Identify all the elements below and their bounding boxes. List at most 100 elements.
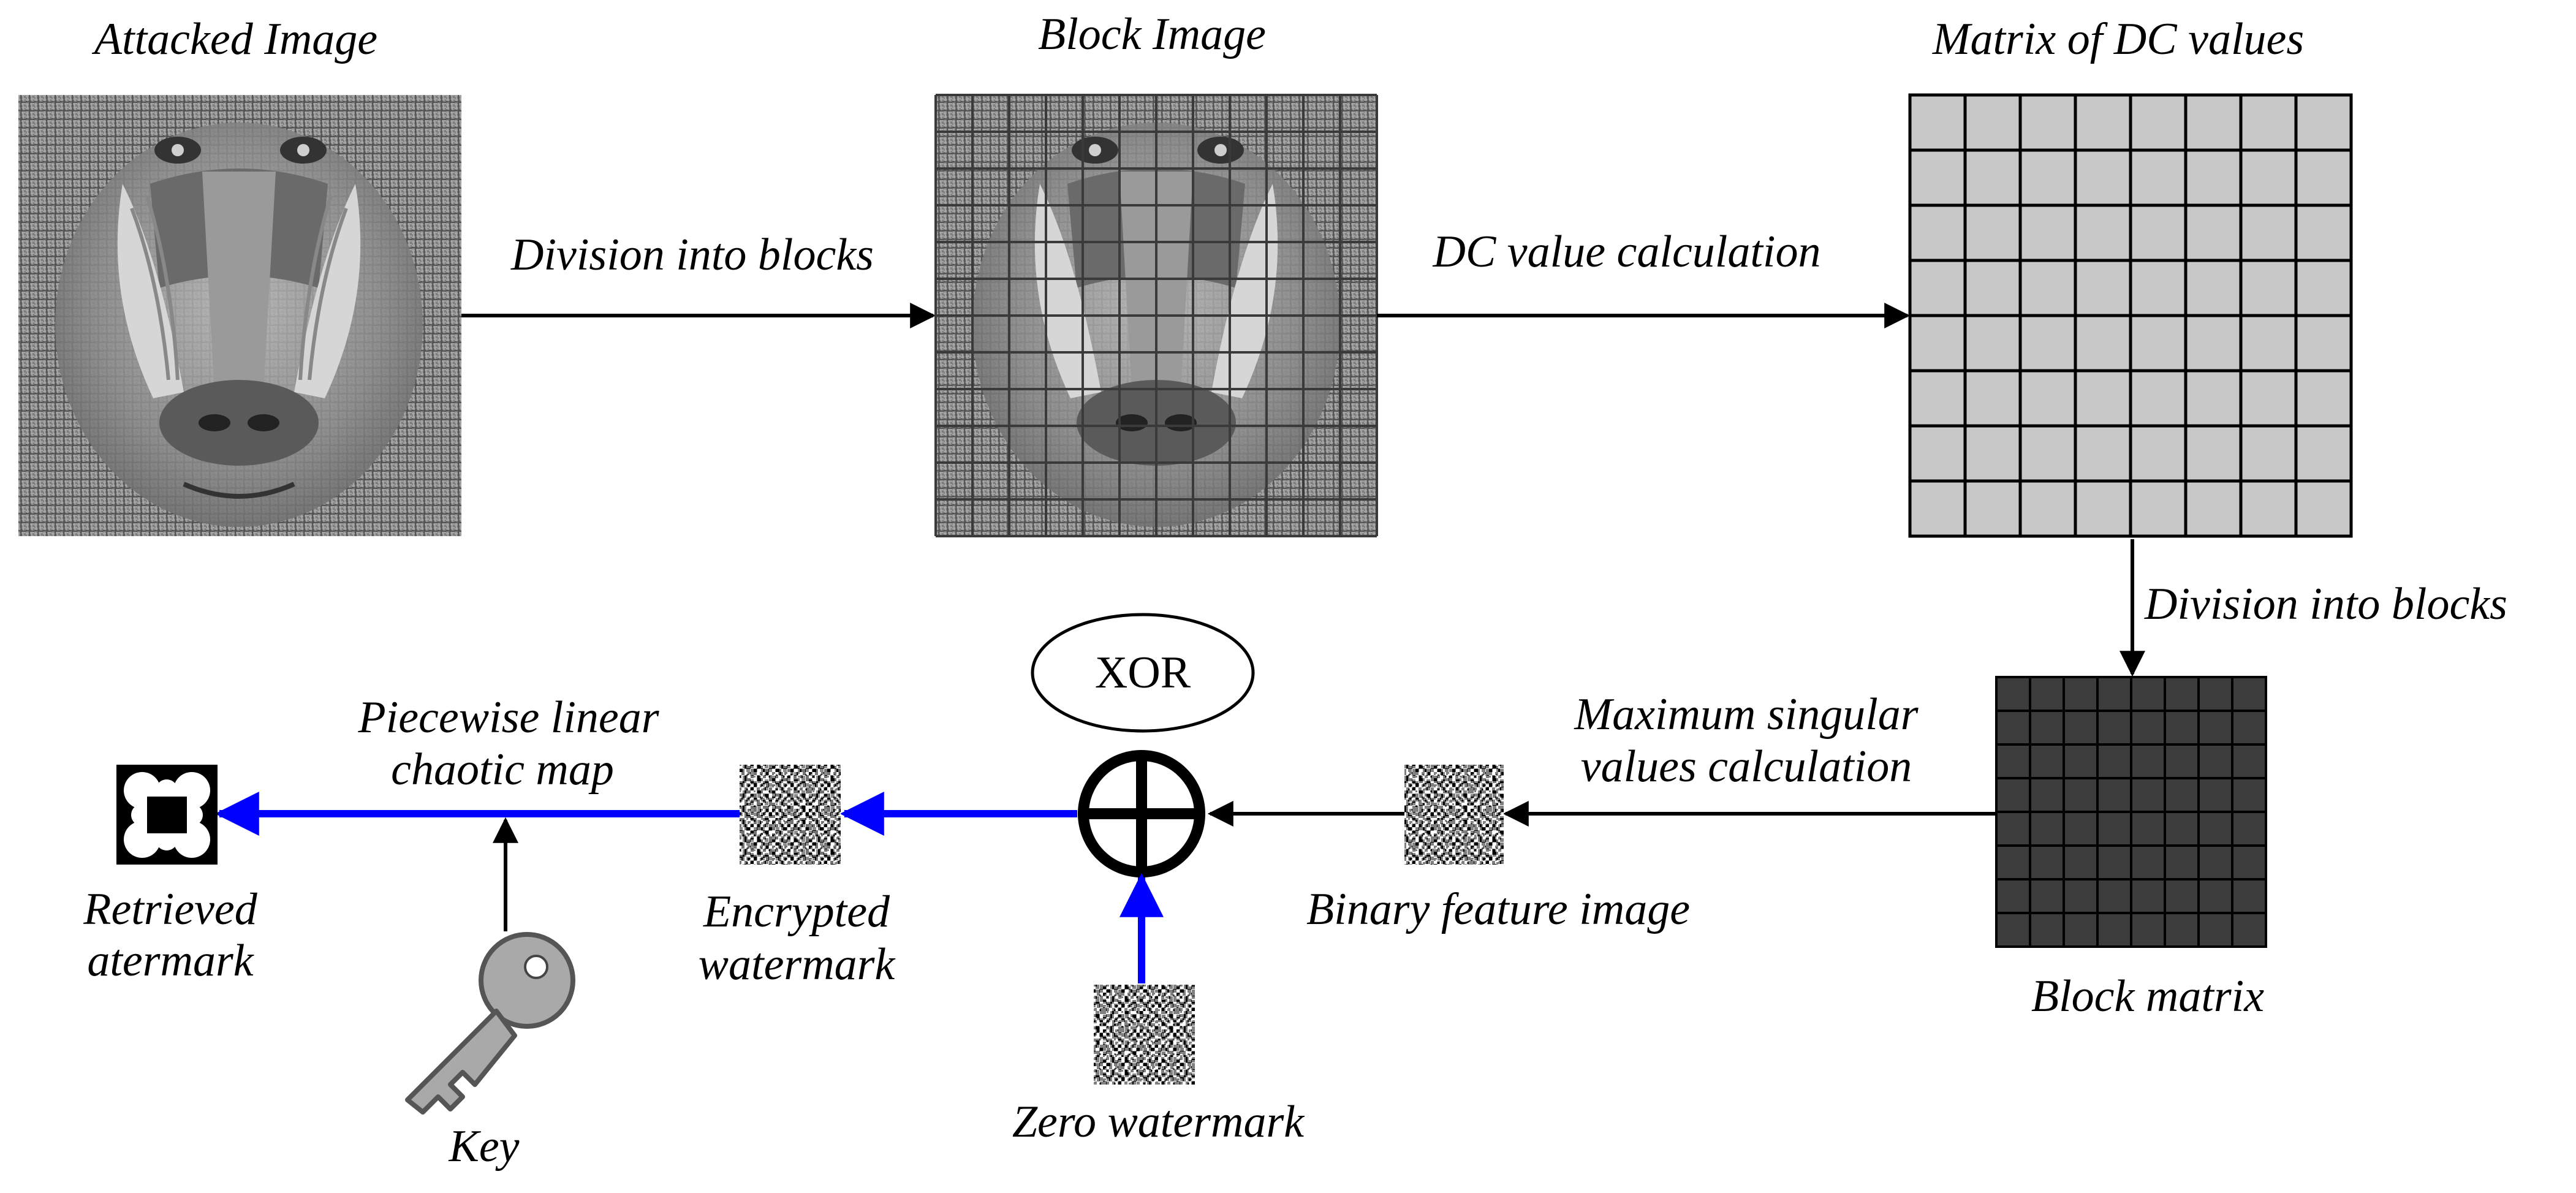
zero-watermark-label: Zero watermark <box>1012 1097 1305 1147</box>
dc-matrix-cell <box>2018 479 2077 538</box>
block-matrix-cell <box>2096 777 2132 813</box>
dc-matrix-cell <box>2074 424 2132 483</box>
dc-matrix-cell <box>1908 203 1967 262</box>
dc-matrix-cell <box>2018 369 2077 428</box>
block-matrix-cell <box>2231 743 2267 779</box>
retrieved-watermark-image <box>116 765 218 865</box>
label-dc-value-calculation: DC value calculation <box>1433 227 1821 277</box>
matrix-dc-title: Matrix of DC values <box>1932 14 2304 64</box>
block-matrix-cell <box>1995 710 2031 746</box>
block-matrix-cell <box>2096 811 2132 847</box>
dc-matrix-cell <box>2184 424 2243 483</box>
label-division-into-blocks-2: Division into blocks <box>2144 579 2507 629</box>
block-matrix-cell <box>2029 811 2065 847</box>
dc-matrix-cell <box>2129 203 2188 262</box>
block-matrix-cell <box>2063 844 2099 881</box>
dc-matrix-cell <box>1908 148 1967 207</box>
dc-matrix-cell <box>2239 369 2298 428</box>
block-matrix-cell <box>2063 878 2099 914</box>
dc-matrix-cell <box>1908 369 1967 428</box>
dc-matrix-cell <box>2074 93 2132 152</box>
block-matrix-cell <box>2029 710 2065 746</box>
block-matrix-cell <box>1995 777 2031 813</box>
dc-matrix-cell <box>2239 479 2298 538</box>
block-matrix-cell <box>2164 777 2200 813</box>
dc-matrix-cell <box>2294 93 2353 152</box>
dc-matrix-cell <box>2294 369 2353 428</box>
dc-matrix-cell <box>2129 479 2188 538</box>
block-matrix-cell <box>2231 844 2267 881</box>
dc-matrix-cell <box>2129 148 2188 207</box>
block-matrix-cell <box>2130 878 2166 914</box>
dc-matrix-cell <box>1908 424 1967 483</box>
dc-matrix-cell <box>2239 259 2298 317</box>
block-matrix-cell <box>2130 844 2166 881</box>
dc-matrix-cell <box>2074 148 2132 207</box>
block-matrix-cell <box>2130 710 2166 746</box>
block-matrix-cell <box>1995 743 2031 779</box>
block-matrix-cell <box>2029 912 2065 948</box>
dc-matrix-cell <box>2129 93 2188 152</box>
dc-matrix-cell <box>2294 424 2353 483</box>
block-matrix-cell <box>2164 811 2200 847</box>
block-matrix-cell <box>1995 676 2031 712</box>
block-matrix-cell <box>1995 912 2031 948</box>
dc-matrix-cell <box>1963 314 2022 373</box>
block-matrix-cell <box>2096 878 2132 914</box>
block-matrix-cell <box>2063 676 2099 712</box>
block-matrix-cell <box>2029 676 2065 712</box>
dc-matrix-cell <box>2074 314 2132 373</box>
block-matrix-cell <box>2231 811 2267 847</box>
attacked-image <box>18 95 461 536</box>
encrypted-watermark-label-line1: Encrypted <box>703 887 890 937</box>
dc-matrix-cell <box>2239 93 2298 152</box>
block-matrix-label: Block matrix <box>2031 971 2264 1021</box>
dc-matrix-cell <box>2184 479 2243 538</box>
dc-matrix-cell <box>2184 203 2243 262</box>
dc-matrix-cell <box>1963 148 2022 207</box>
dc-matrix-cell <box>2074 479 2132 538</box>
block-matrix-cell <box>2063 777 2099 813</box>
binary-feature-image <box>1404 765 1504 865</box>
dc-matrix-cell <box>1963 93 2022 152</box>
binary-feature-label: Binary feature image <box>1306 884 1690 934</box>
block-matrix-cell <box>2197 710 2233 746</box>
zero-watermark-image <box>1094 985 1195 1085</box>
block-matrix-cell <box>2029 878 2065 914</box>
block-matrix-cell <box>2063 710 2099 746</box>
dc-matrix-cell <box>2184 314 2243 373</box>
block-matrix-cell <box>2231 878 2267 914</box>
dc-matrix-cell <box>1908 93 1967 152</box>
dc-matrix-cell <box>1963 203 2022 262</box>
xor-circle-plus-icon <box>1078 750 1205 877</box>
dc-matrix-cell <box>2294 203 2353 262</box>
encrypted-watermark-image <box>740 765 841 865</box>
dc-matrix-cell <box>2074 203 2132 262</box>
block-matrix-cell <box>2197 676 2233 712</box>
xor-label: XOR <box>1095 648 1191 698</box>
key-label: Key <box>448 1121 519 1172</box>
block-matrix-cell <box>2096 676 2132 712</box>
block-matrix-cell <box>2164 912 2200 948</box>
dc-matrix-cell <box>2239 203 2298 262</box>
block-matrix-cell <box>2197 912 2233 948</box>
block-matrix-cell <box>1995 811 2031 847</box>
block-matrix-cell <box>2164 676 2200 712</box>
block-matrix-cell <box>2197 844 2233 881</box>
attacked-image-title: Attacked Image <box>91 14 377 64</box>
piecewise-label-line1: Piecewise linear <box>357 692 659 743</box>
encrypted-watermark-label-line2: watermark <box>699 939 896 990</box>
label-max-singular-line1: Maximum singular <box>1574 689 1919 740</box>
block-matrix-cell <box>2130 676 2166 712</box>
block-matrix-cell <box>2096 743 2132 779</box>
block-matrix-cell <box>2029 777 2065 813</box>
block-matrix-cell <box>2130 912 2166 948</box>
dc-matrix-cell <box>2129 259 2188 317</box>
dc-matrix-cell <box>2239 148 2298 207</box>
dc-matrix-cell <box>2239 314 2298 373</box>
dc-matrix-cell <box>1908 479 1967 538</box>
block-matrix-cell <box>2096 912 2132 948</box>
piecewise-label-line2: chaotic map <box>391 744 614 795</box>
block-matrix-cell <box>2231 676 2267 712</box>
